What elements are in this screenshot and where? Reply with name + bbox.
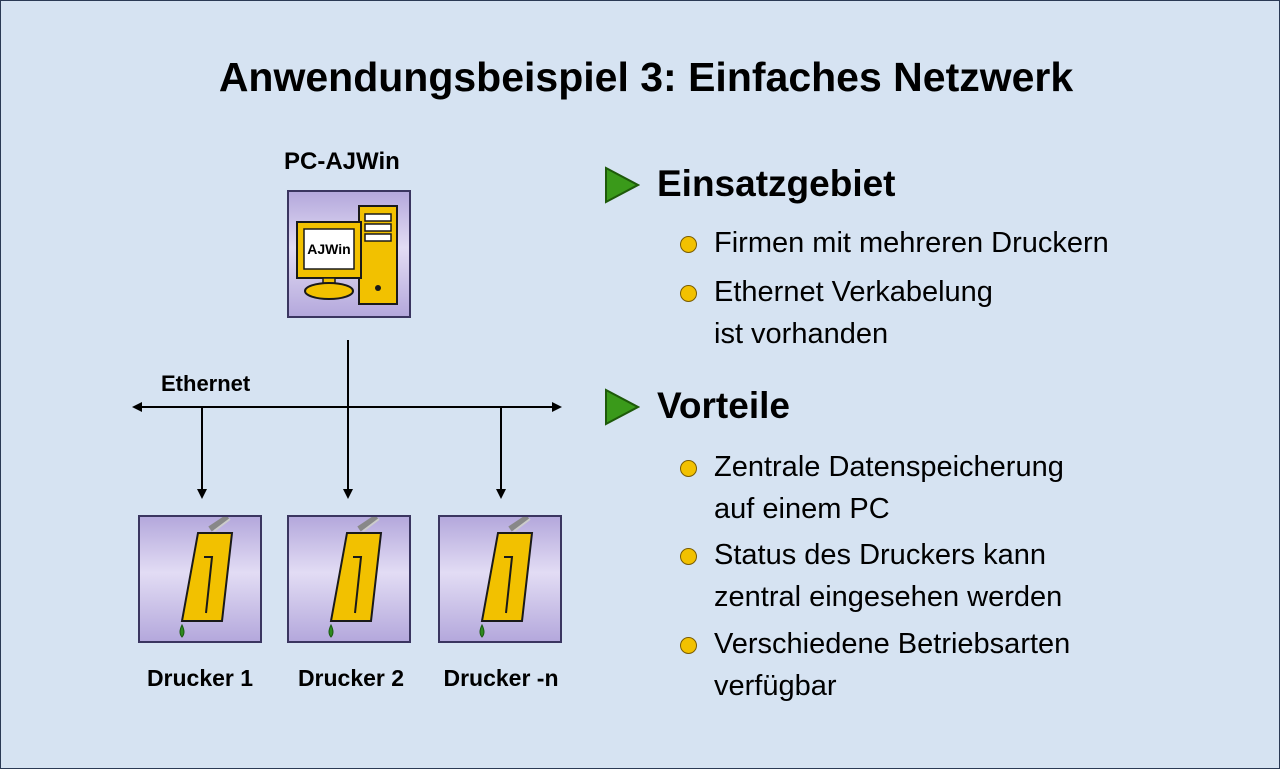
- section-title-vorteile: Vorteile: [657, 385, 790, 426]
- bullet-dot-icon: [680, 285, 697, 302]
- printer-icon: [328, 517, 383, 638]
- printer-tile-1: [138, 515, 262, 643]
- bullet-line: Zentrale Datenspeicherung: [714, 451, 1064, 483]
- bullet-line: Verschiedene Betriebsarten: [714, 628, 1071, 660]
- bullet-text: Status des Druckers kann zentral eingese…: [714, 534, 1234, 618]
- bullet-line: Firmen mit mehreren Druckern: [714, 227, 1109, 259]
- printer-icon: [179, 517, 234, 638]
- pc-screen-text: AJWin: [307, 241, 350, 257]
- bullet-text: Zentrale Datenspeicherung auf einem PC: [714, 446, 1234, 530]
- bullet-line: ist vorhanden: [714, 318, 889, 350]
- ethernet-label: Ethernet: [161, 371, 251, 396]
- printer-label-3: Drucker -n: [443, 665, 559, 691]
- bullet-line: verfügbar: [714, 670, 837, 702]
- bullet-dot-icon: [680, 460, 697, 477]
- bullet-dot-icon: [680, 548, 697, 565]
- printer-tile-3: [438, 515, 562, 643]
- bullet-dot-icon: [680, 236, 697, 253]
- bullet-text: Ethernet Verkabelung ist vorhanden: [714, 271, 1234, 355]
- pc-label: PC-AJWin: [284, 148, 400, 175]
- printer-label-2: Drucker 2: [297, 665, 405, 691]
- bullet-dot-icon: [680, 637, 697, 654]
- printer-icon: [479, 517, 534, 638]
- printer-tile-2: [287, 515, 411, 643]
- bullet-line: Ethernet Verkabelung: [714, 276, 993, 308]
- bullet-text: Verschiedene Betriebsarten verfügbar: [714, 623, 1234, 707]
- play-triangle-icon: [605, 388, 640, 426]
- printer-label-1: Drucker 1: [146, 665, 254, 691]
- bullet-text: Firmen mit mehreren Druckern: [714, 222, 1234, 264]
- bullet-line: auf einem PC: [714, 493, 890, 525]
- play-triangle-icon: [605, 166, 640, 204]
- pc-tile: AJWin: [287, 190, 411, 318]
- slide-title: Anwendungsbeispiel 3: Einfaches Netzwerk: [218, 54, 1074, 100]
- section-title-einsatzgebiet: Einsatzgebiet: [657, 163, 896, 204]
- bullet-line: Status des Druckers kann: [714, 539, 1047, 571]
- computer-icon: AJWin: [296, 205, 398, 305]
- bullet-line: zentral eingesehen werden: [714, 581, 1063, 613]
